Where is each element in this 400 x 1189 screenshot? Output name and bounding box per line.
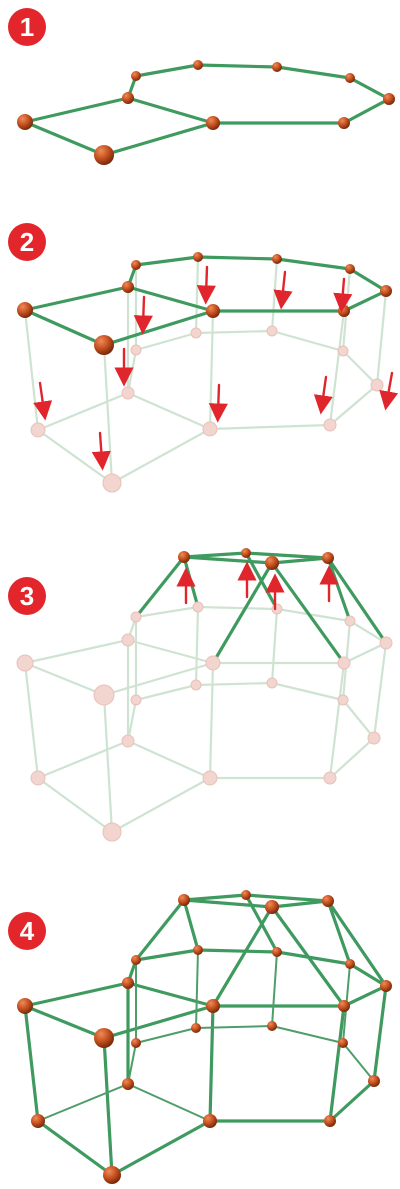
rods xyxy=(25,65,389,155)
faint-connectors xyxy=(17,602,392,841)
step-1-diagram xyxy=(0,0,400,190)
step-2-diagram xyxy=(0,215,400,505)
step-3-diagram xyxy=(0,535,400,855)
step-2: 2 xyxy=(0,215,400,505)
step-3: 3 xyxy=(0,535,400,855)
step-1: 1 xyxy=(0,0,400,190)
faint-connectors xyxy=(31,326,383,492)
step-4-diagram xyxy=(0,880,400,1189)
rods xyxy=(25,895,386,1175)
connectors xyxy=(17,890,392,1184)
step-4: 4 xyxy=(0,880,400,1189)
faint-rods xyxy=(25,607,386,832)
